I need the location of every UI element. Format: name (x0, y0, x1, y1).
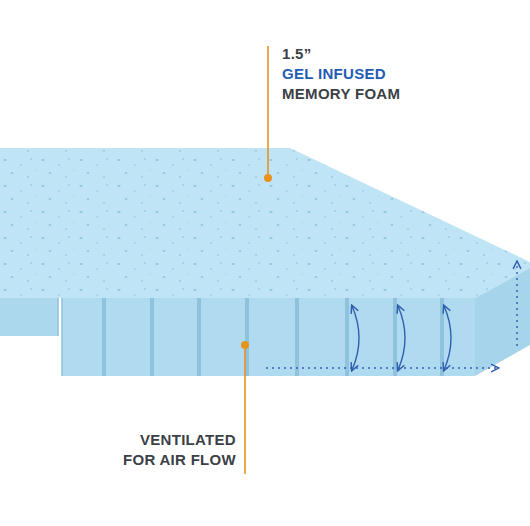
foam-notch (0, 298, 58, 336)
feature-label: VENTILATED FOR AIR FLOW (108, 430, 236, 470)
material-label: MEMORY FOAM (282, 84, 400, 104)
vent-channels (102, 298, 444, 376)
foam-top (0, 148, 530, 298)
thickness-label: 1.5” (282, 44, 312, 64)
material-highlight: GEL INFUSED (282, 64, 386, 84)
leader-lines (241, 46, 272, 474)
foam-side (475, 268, 530, 376)
foam-front (62, 298, 475, 376)
airflow-arrows (266, 262, 517, 370)
